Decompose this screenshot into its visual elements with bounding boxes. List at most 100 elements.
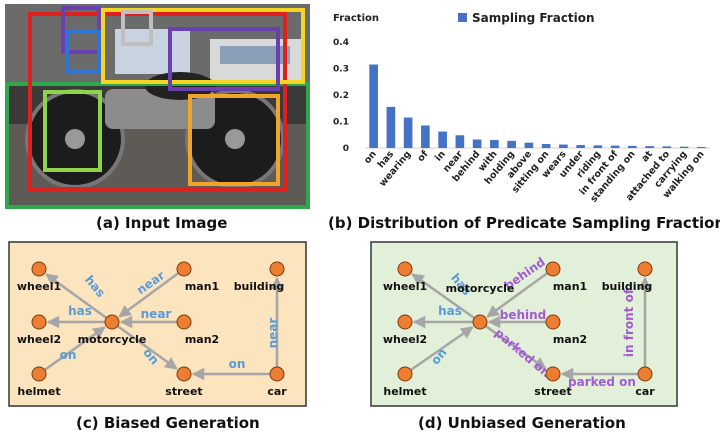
bar-carrying [679, 146, 689, 148]
caption-unbiased: (d) Unbiased Generation [418, 414, 626, 432]
bar-at [645, 146, 654, 148]
node-label-helmet: helmet [17, 385, 60, 398]
edge-motorcycle-street [116, 325, 178, 370]
box-car [101, 8, 305, 84]
bar-wears [559, 144, 568, 148]
node-label-car: car [267, 385, 287, 398]
caption-input-image: (a) Input Image [96, 214, 228, 232]
node-label-wheel1: wheel1 [383, 280, 427, 293]
predicate-label: behind [500, 308, 547, 322]
y-tick-label: 0.1 [333, 118, 349, 128]
bar-on [369, 64, 378, 148]
caption-distribution: (b) Distribution of Predicate Sampling F… [328, 214, 720, 232]
bar-sitting-on [541, 144, 551, 148]
y-tick-label: 0 [343, 144, 349, 154]
node-motorcycle [104, 314, 120, 330]
bar-in [438, 131, 447, 148]
bar-riding [593, 145, 603, 148]
predicate-label: has [438, 304, 462, 318]
predicate-label: on [60, 348, 77, 362]
edge-helmet-motorcycle [43, 326, 106, 371]
node-label-building: building [602, 280, 653, 293]
node-label-wheel2: wheel2 [17, 333, 61, 346]
box-motorcycle [28, 12, 287, 191]
edge-motorcycle-street [484, 325, 547, 370]
node-label-man2: man2 [185, 333, 219, 346]
box-wheel1 [43, 90, 102, 172]
node-wheel1 [31, 261, 47, 277]
legend-swatch [458, 13, 467, 22]
box-man2 [168, 27, 280, 91]
y-tick-label: 0.3 [333, 65, 349, 75]
node-label-man1: man1 [553, 280, 587, 293]
node-wheel2 [31, 314, 47, 330]
y-axis-label: Fraction [333, 13, 379, 24]
node-label-wheel1: wheel1 [17, 280, 61, 293]
input-image [5, 4, 310, 209]
node-label-car: car [635, 385, 655, 398]
box-building [121, 10, 153, 46]
node-street [176, 366, 192, 382]
predicate-label: on [229, 357, 246, 371]
bar-with [490, 140, 499, 148]
node-man1 [176, 261, 192, 277]
node-label-helmet: helmet [383, 385, 426, 398]
box-wheel2 [188, 94, 280, 186]
photo-front-hub [65, 129, 85, 149]
node-building [269, 261, 285, 277]
node-label-wheel2: wheel2 [383, 333, 427, 346]
node-label-motorcycle: motorcycle [78, 333, 147, 346]
node-label-street: street [534, 385, 571, 398]
bar-near [455, 135, 465, 148]
node-helmet [31, 366, 47, 382]
node-label-motorcycle: motorcycle [446, 282, 515, 295]
node-label-street: street [165, 385, 202, 398]
bar-under [576, 145, 585, 148]
bar-holding [507, 140, 516, 148]
node-car [269, 366, 285, 382]
node-man2 [545, 314, 561, 330]
predicate-label: has [68, 304, 92, 318]
edge-motorcycle-wheel1 [45, 273, 108, 319]
photo-car-window [220, 46, 290, 64]
bar-in-front-of [610, 145, 620, 148]
x-tick-label: of [415, 148, 431, 164]
edge-man1-motorcycle [486, 272, 549, 318]
predicate-label: near [141, 307, 172, 321]
bar-behind [472, 139, 482, 148]
bar-wearing [403, 117, 413, 148]
edge-motorcycle-wheel1 [411, 273, 476, 319]
node-label-building: building [234, 280, 285, 293]
predicate-label: in front of [622, 288, 636, 357]
node-man1 [545, 261, 561, 277]
node-man2 [176, 314, 192, 330]
node-wheel2 [397, 314, 413, 330]
caption-biased: (c) Biased Generation [76, 414, 260, 432]
edge-man1-motorcycle [118, 272, 180, 318]
node-building [637, 261, 653, 277]
edge-helmet-motorcycle [410, 326, 474, 372]
graph-background [8, 241, 307, 407]
node-helmet [397, 366, 413, 382]
node-wheel1 [397, 261, 413, 277]
legend-label: Sampling Fraction [472, 11, 595, 25]
bar-above [524, 142, 534, 148]
bar-standing-on [628, 145, 637, 148]
bar-has [386, 106, 396, 148]
y-tick-label: 0.4 [333, 38, 349, 48]
box-helmet [65, 30, 101, 74]
predicate-label: near [266, 318, 280, 349]
bar-walking-on [697, 146, 706, 148]
node-street [545, 366, 561, 382]
node-motorcycle [472, 314, 488, 330]
y-tick-label: 0.2 [333, 91, 349, 101]
node-label-man1: man1 [185, 280, 219, 293]
predicate-label: parked on [568, 375, 636, 389]
bar-attached-to [662, 146, 672, 148]
node-label-man2: man2 [553, 333, 587, 346]
bar-of [421, 125, 430, 148]
node-car [637, 366, 653, 382]
